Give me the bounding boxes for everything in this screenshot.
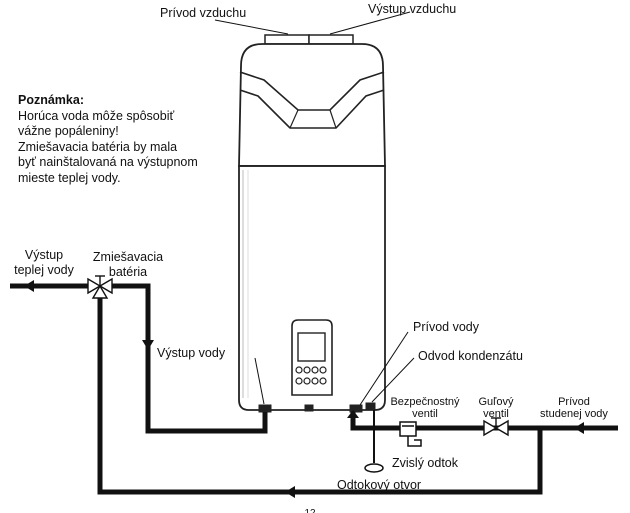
note-box: Poznámka: Horúca voda môže spôsobiť vážn… bbox=[18, 93, 198, 186]
mixing-valve bbox=[87, 275, 113, 299]
mixing-to-outlet-pipe bbox=[112, 283, 268, 434]
heat-pump-unit bbox=[238, 34, 386, 413]
drain-funnel bbox=[364, 463, 384, 473]
button-2[interactable] bbox=[303, 366, 311, 374]
button-8[interactable] bbox=[319, 377, 327, 385]
display-screen bbox=[297, 332, 326, 362]
label-condensate-drain: Odvod kondenzátu bbox=[418, 349, 523, 363]
label-cold-water-inlet-1: Prívod bbox=[558, 396, 590, 408]
page-number: 12 bbox=[304, 508, 316, 513]
label-vertical-drain: Zvislý odtok bbox=[392, 456, 459, 470]
label-hot-water-outlet-2: teplej vody bbox=[14, 263, 75, 277]
safety-valve bbox=[399, 421, 422, 447]
button-3[interactable] bbox=[311, 366, 319, 374]
upper-housing bbox=[238, 43, 386, 167]
label-ball-valve-2: ventil bbox=[483, 408, 509, 420]
water-outlet-fitting bbox=[258, 404, 272, 413]
bottom-fitting bbox=[304, 404, 314, 412]
label-drain-opening: Odtokový otvor bbox=[337, 478, 421, 492]
label-water-inlet: Prívod vody bbox=[413, 320, 480, 334]
label-water-outlet: Výstup vody bbox=[157, 346, 226, 360]
condensate-fitting bbox=[365, 402, 376, 411]
label-air-outlet: Výstup vzduchu bbox=[368, 2, 456, 16]
upper-housing-contour bbox=[239, 71, 385, 111]
label-ball-valve-1: Guľový bbox=[479, 396, 514, 408]
air-inlet-duct bbox=[264, 34, 310, 45]
note-line-5: mieste teplej vody. bbox=[18, 170, 121, 185]
note-line-3: Zmiešavacia batéria by mala bbox=[18, 139, 178, 154]
note-title: Poznámka: bbox=[18, 93, 84, 107]
note-line-2: vážne popáleniny! bbox=[18, 124, 119, 138]
cold-return-pipe bbox=[97, 298, 543, 495]
label-mixing-valve-1: Zmiešavacia bbox=[93, 250, 163, 264]
button-6[interactable] bbox=[303, 377, 311, 385]
label-safety-valve-2: ventil bbox=[412, 408, 438, 420]
note-line-1: Horúca voda môže spôsobiť bbox=[18, 108, 175, 123]
label-air-inlet: Prívod vzduchu bbox=[160, 6, 246, 20]
label-mixing-valve-2: batéria bbox=[109, 265, 147, 279]
label-hot-water-outlet-1: Výstup bbox=[25, 248, 63, 262]
air-outlet-duct bbox=[308, 34, 354, 45]
note-line-4: byť nainštalovaná na výstupnom bbox=[18, 155, 198, 169]
button-7[interactable] bbox=[311, 377, 319, 385]
labels: Prívod vzduchu Výstup vzduchu Výstup tep… bbox=[14, 2, 608, 513]
leader-lines bbox=[214, 11, 415, 406]
label-safety-valve-1: Bezpečnostný bbox=[390, 396, 460, 408]
vertical-drain bbox=[364, 410, 384, 473]
button-4[interactable] bbox=[319, 366, 327, 374]
button-1[interactable] bbox=[295, 366, 303, 374]
water-inlet-fitting bbox=[349, 404, 363, 413]
ball-valve bbox=[483, 417, 509, 437]
label-cold-water-inlet-2: studenej vody bbox=[540, 408, 608, 420]
flow-arrows bbox=[24, 280, 584, 498]
button-5[interactable] bbox=[295, 377, 303, 385]
